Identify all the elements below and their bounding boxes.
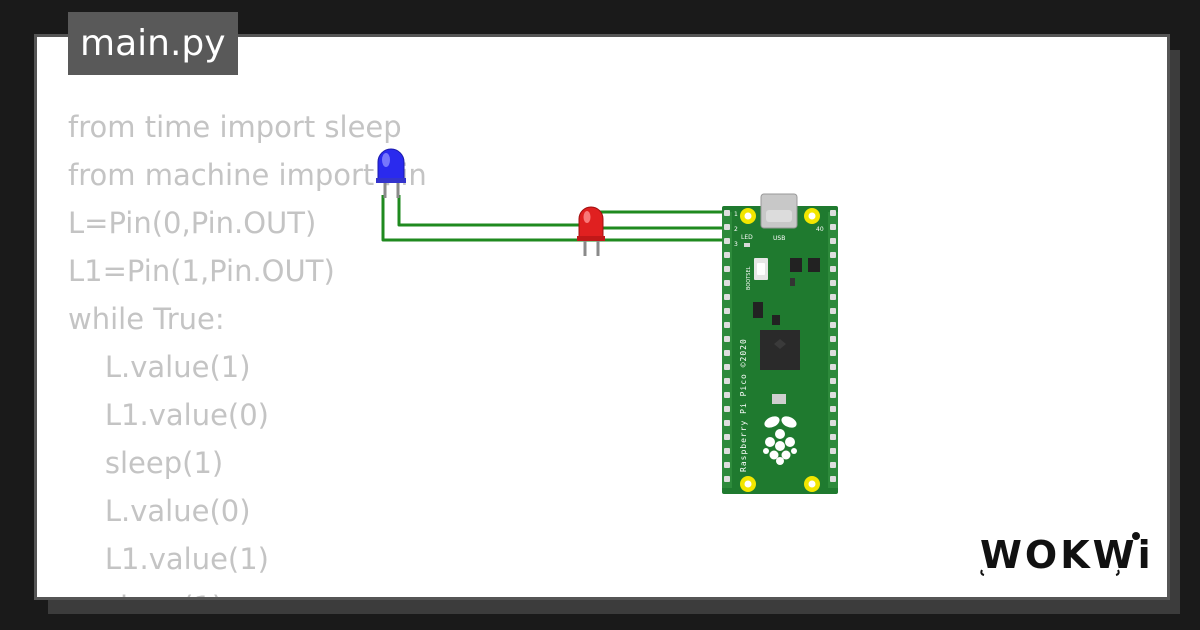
board-silkscreen: Raspberry Pi Pico ©2020 [739,338,748,472]
file-tab[interactable]: main.py [68,12,238,75]
pin-label-40: 40 [816,226,824,233]
pin-hole[interactable] [724,336,730,342]
pin-hole[interactable] [830,252,836,258]
pin-hole[interactable] [830,476,836,482]
pin-hole[interactable] [724,420,730,426]
pin-holes [724,210,836,482]
code-line-11: sleep(1) [68,583,427,597]
pin-label-2: 2 [734,226,738,233]
smd-component [772,394,786,404]
code-line-7: L1.value(0) [68,398,269,432]
red-led-icon[interactable] [577,206,605,256]
rp2040-chip [760,330,800,370]
raspberry-logo-icon [763,416,797,465]
pin-hole[interactable] [830,224,836,230]
pin-hole[interactable] [830,294,836,300]
usb-label: USB [773,235,785,242]
pin-hole[interactable] [724,448,730,454]
pin-hole[interactable] [830,392,836,398]
bootsel-label: BOOTSEL [746,266,752,290]
pin-hole[interactable] [830,266,836,272]
smd-component [772,315,780,325]
raspberry-pi-pico-board[interactable]: USB LED 1 2 3 40 BOOTSEL [722,193,838,494]
pin-hole[interactable] [724,392,730,398]
pin-hole[interactable] [830,336,836,342]
code-line-4: L1=Pin(1,Pin.OUT) [68,254,335,288]
pin-hole[interactable] [724,294,730,300]
pin-hole[interactable] [724,280,730,286]
pin-hole[interactable] [724,434,730,440]
wokwi-logo-text: WOKWi [980,533,1150,576]
code-line-1: from time import sleep [68,110,402,144]
pin-hole[interactable] [724,350,730,356]
logo-dot [1132,532,1140,540]
pin-hole[interactable] [830,322,836,328]
wokwi-logo: WOKWi [980,532,1150,576]
pin-hole[interactable] [830,210,836,216]
pin-hole[interactable] [830,406,836,412]
pin-hole[interactable] [830,280,836,286]
code-line-9: L.value(0) [68,494,251,528]
pin-label-3: 3 [734,241,738,248]
code-line-5: while True: [68,302,225,336]
pin-hole[interactable] [830,448,836,454]
pin-hole[interactable] [724,322,730,328]
pin-hole[interactable] [830,434,836,440]
pin-hole[interactable] [830,308,836,314]
pin-hole[interactable] [830,462,836,468]
mounting-pads [740,208,820,492]
smd-component [808,258,820,272]
pin-hole[interactable] [830,378,836,384]
pin-hole[interactable] [830,364,836,370]
pin-hole[interactable] [830,420,836,426]
blue-led-icon[interactable] [376,148,406,198]
code-line-8: sleep(1) [68,446,224,480]
pin-hole[interactable] [724,378,730,384]
pin-hole[interactable] [724,238,730,244]
pin-hole[interactable] [724,462,730,468]
pin-hole[interactable] [724,252,730,258]
led-label: LED [741,234,753,241]
wire-blue-led-to-pin2[interactable] [381,195,732,242]
pin-hole[interactable] [724,266,730,272]
onboard-led [744,243,750,247]
pin-hole[interactable] [724,476,730,482]
smd-component [753,302,763,318]
wire-blue-led-to-pin1[interactable] [397,195,732,227]
code-line-3: L=Pin(0,Pin.OUT) [68,206,317,240]
code-line-10: L1.value(1) [68,542,269,576]
code-line-6: L.value(1) [68,350,251,384]
pin-label-1: 1 [734,211,738,218]
wires [381,195,732,242]
smd-component [790,278,795,286]
pin-hole[interactable] [830,350,836,356]
smd-component [790,258,802,272]
pin-hole[interactable] [830,238,836,244]
pin-hole[interactable] [724,406,730,412]
pin-hole[interactable] [724,224,730,230]
pin-hole[interactable] [724,210,730,216]
pin-hole[interactable] [724,364,730,370]
pin-hole[interactable] [724,308,730,314]
usb-connector-icon [760,193,798,229]
